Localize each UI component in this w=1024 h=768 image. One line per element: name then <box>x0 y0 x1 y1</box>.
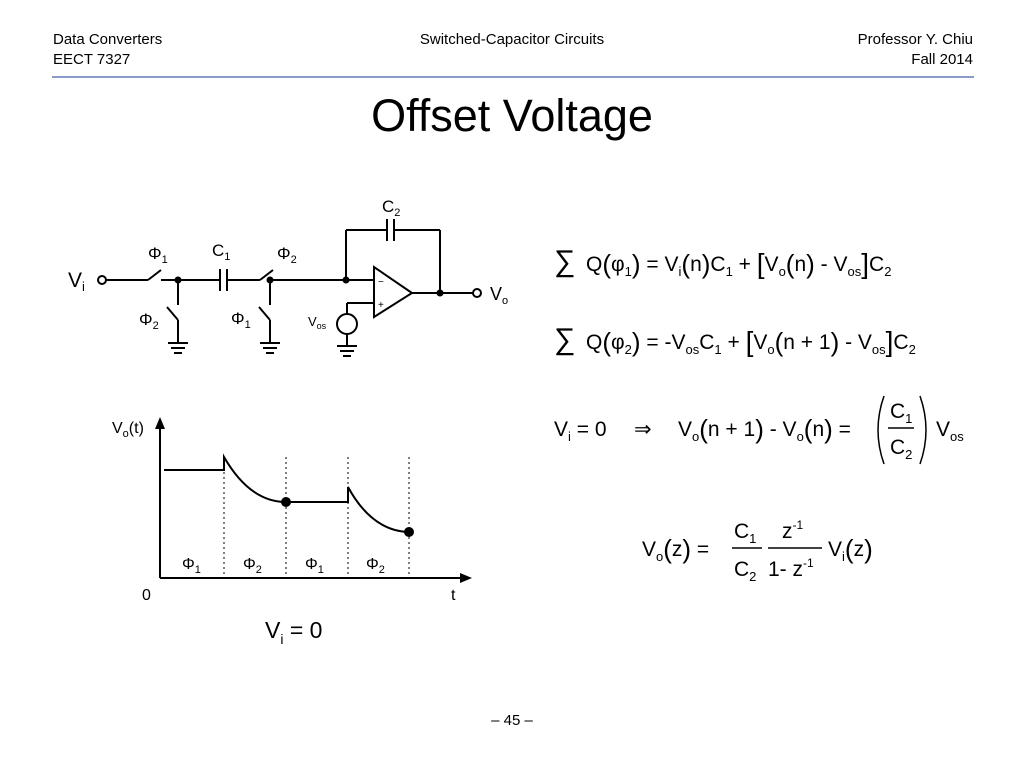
sample-point <box>404 527 414 537</box>
header-course: Data Converters EECT 7327 <box>53 30 162 70</box>
equation-z-transfer: Vo(z) = C1 C2 z-1 1- z-1 Vi(z) <box>642 518 873 584</box>
sample-point <box>281 497 291 507</box>
switch-phi1-shunt <box>258 306 271 321</box>
equation-charge-phase2: ∑Q(φ2) = -VosC1 + [Vo(n + 1) - Vos]C2 <box>554 323 916 357</box>
svg-text:∑Q(φ1) = Vi(n)C1 + [Vo(n) - Vo: ∑Q(φ1) = Vi(n)C1 + [Vo(n) - Vos]C2 <box>554 245 891 279</box>
equation-charge-phase1: ∑Q(φ1) = Vi(n)C1 + [Vo(n) - Vos]C2 <box>554 245 891 279</box>
svg-text:C1: C1 <box>890 400 912 426</box>
vo-waveform-plot: Vo(t) 0 t Φ1 Φ2 Φ1 Φ2 <box>112 417 472 604</box>
waveform-caption: Vi = 0 <box>265 617 323 647</box>
svg-text:1- z-1: 1- z-1 <box>768 556 814 581</box>
slide-title: Offset Voltage <box>371 90 653 141</box>
svg-text:Vo(z) =: Vo(z) = <box>642 534 709 564</box>
phi1-label-shunt: Φ1 <box>231 309 251 331</box>
header-course-name: Data Converters <box>53 31 163 48</box>
svg-text:z-1: z-1 <box>782 518 803 543</box>
svg-text:Vi = 0⇒Vo(n + 1) - Vo(n) =: Vi = 0⇒Vo(n + 1) - Vo(n) = <box>554 414 851 444</box>
header-topic: Switched-Capacitor Circuits <box>419 31 605 48</box>
svg-text:C2: C2 <box>734 558 756 584</box>
phase-label: Φ1 <box>305 556 324 576</box>
phi2-label-series: Φ2 <box>277 244 297 266</box>
svg-text:C1: C1 <box>734 520 756 546</box>
vo-terminal <box>472 288 482 298</box>
svg-text:C2: C2 <box>890 436 912 462</box>
phi1-label-input: Φ1 <box>148 244 168 266</box>
svg-text:Vi(z): Vi(z) <box>828 534 873 564</box>
c2-label: C2 <box>382 197 400 219</box>
equation-offset-step: Vi = 0⇒Vo(n + 1) - Vo(n) = C1 C2 Vos <box>554 395 964 465</box>
header-instructor: Professor Y. Chiu Fall 2014 <box>858 30 973 70</box>
vi-terminal <box>97 275 107 285</box>
vi-label: Vi <box>68 269 85 294</box>
opamp-minus-label: − <box>378 277 384 288</box>
opamp-plus-label: + <box>378 300 384 311</box>
waveform-origin: 0 <box>142 587 151 604</box>
header-course-code: EECT 7327 <box>53 51 131 68</box>
op-amp <box>373 265 414 319</box>
waveform-ylabel: Vo(t) <box>112 420 144 440</box>
phi2-label-shunt: Φ2 <box>139 310 159 332</box>
waveform-xlabel: t <box>451 587 456 604</box>
phase-label: Φ2 <box>366 556 385 576</box>
page-number: – 45 – <box>491 712 533 729</box>
phase-label: Φ2 <box>243 556 262 576</box>
switch-phi2-shunt <box>166 306 179 321</box>
sc-circuit-diagram: − + Vi Vo Φ1 C1 Φ2 Φ2 Φ1 Vos C2 <box>68 197 508 357</box>
header-divider <box>52 76 974 78</box>
c1-label: C1 <box>212 241 230 263</box>
vos-label: Vos <box>308 314 327 331</box>
vos-source <box>336 313 358 335</box>
switch-phi2-series <box>259 269 274 281</box>
header-term: Fall 2014 <box>911 51 973 68</box>
svg-text:∑Q(φ2) = -VosC1 + [Vo(n + 1) -: ∑Q(φ2) = -VosC1 + [Vo(n + 1) - Vos]C2 <box>554 323 916 357</box>
header-professor: Professor Y. Chiu <box>857 31 973 48</box>
vo-label: Vo <box>490 284 508 307</box>
phase-label: Φ1 <box>182 556 201 576</box>
switch-phi1-input <box>147 269 162 281</box>
svg-text:Vos: Vos <box>936 418 964 444</box>
